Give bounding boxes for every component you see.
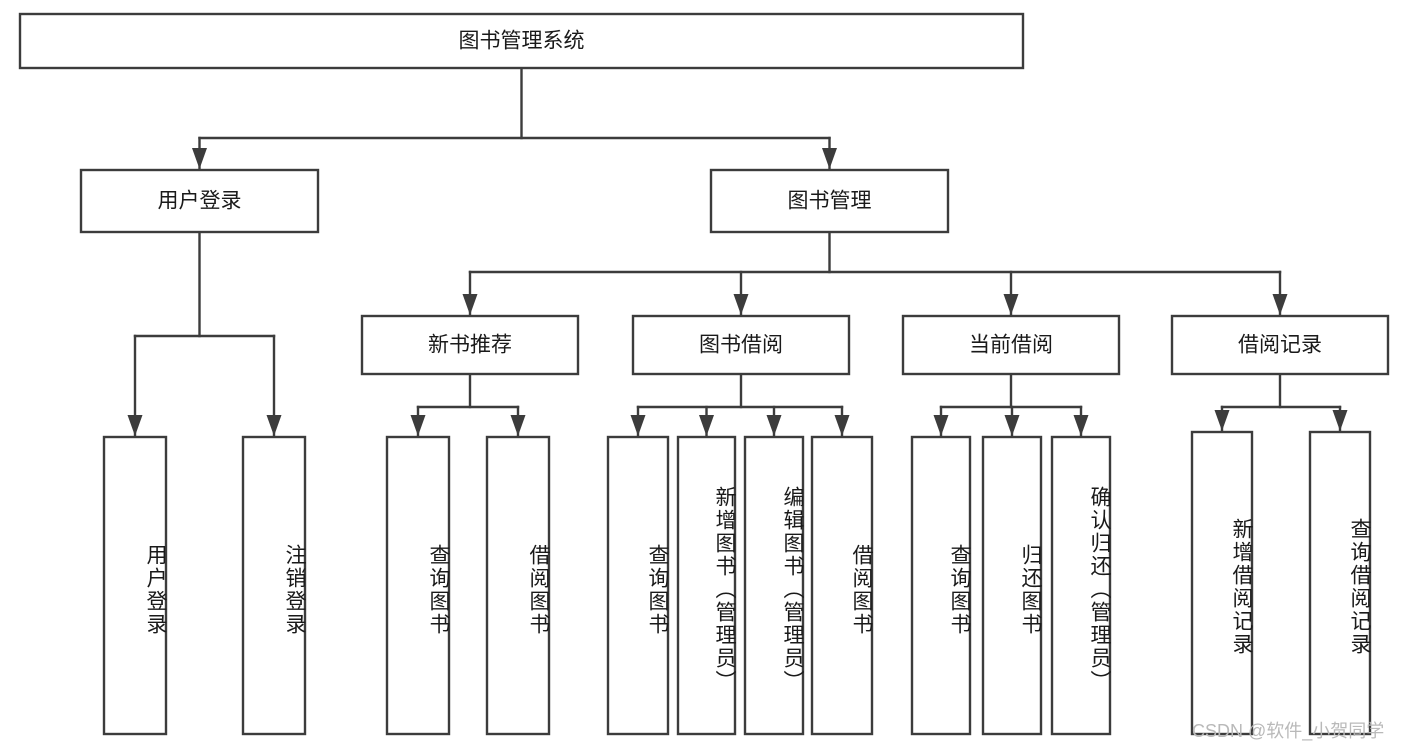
arrow-head-icon-leaf-3-1 [1004,415,1020,436]
node-box-leaf-3[interactable] [485,435,551,736]
arrow-head-icon-leaf-0-1 [266,415,282,436]
node-box-leaf-10[interactable] [1050,435,1112,736]
arrow-head-icon-leaf-0-0 [127,415,143,436]
node-box-leaf-2[interactable] [385,435,451,736]
arrow-head-icon-l2-1 [822,148,837,169]
arrow-head-icon-leaf-2-3 [834,415,850,436]
arrow-head-icon-leaf-1-0 [410,415,426,436]
arrow-head-icon-l3-2 [1003,294,1019,315]
arrow-head-icon-leaf-4-1 [1332,410,1348,431]
node-label-l2-0: 用户登录 [158,190,242,213]
node-box-leaf-9[interactable] [981,435,1043,736]
arrow-head-icon-leaf-1-1 [510,415,526,436]
connector-layer [127,66,1348,438]
node-label-l2-1: 图书管理 [788,190,872,213]
node-box-leaf-7[interactable] [810,435,874,736]
node-box-l3-2[interactable] [901,314,1121,376]
arrow-head-icon-leaf-2-2 [766,415,782,436]
node-label-l3-2: 当前借阅 [969,334,1053,357]
node-box-leaf-12[interactable] [1308,430,1372,736]
node-box-l3-0[interactable] [360,314,580,376]
csdn-watermark: CSDN @软件_小贺同学 [1192,721,1385,741]
node-label-l3-1: 图书借阅 [699,334,783,357]
arrow-head-icon-leaf-3-0 [933,415,949,436]
node-box-leaf-5[interactable] [676,435,737,736]
node-box-leaf-0[interactable] [102,435,168,736]
node-box-leaf-4[interactable] [606,435,670,736]
arrow-head-icon-leaf-2-1 [699,415,714,436]
arrow-head-icon-leaf-4-0 [1214,410,1230,431]
node-box-leaf-6[interactable] [743,435,805,736]
arrow-head-icon-l3-1 [733,294,749,315]
node-box-leaf-1[interactable] [241,435,307,736]
box-layer [18,12,1390,736]
node-label-l3-3: 借阅记录 [1238,334,1322,357]
node-label-l3-0: 新书推荐 [428,334,512,357]
arrow-head-icon-leaf-2-0 [630,415,646,436]
arrow-head-icon-l3-3 [1272,294,1288,315]
arrow-head-icon-l2-0 [192,148,207,169]
node-box-leaf-8[interactable] [910,435,972,736]
node-box-root[interactable] [18,12,1025,70]
node-box-l3-3[interactable] [1170,314,1390,376]
arrow-head-icon-l3-0 [462,294,478,315]
node-box-l3-1[interactable] [631,314,851,376]
node-box-l2-1[interactable] [709,168,950,234]
node-box-l2-0[interactable] [79,168,320,234]
arrow-head-icon-leaf-3-2 [1073,415,1089,436]
node-box-leaf-11[interactable] [1190,430,1254,736]
node-label-root: 图书管理系统 [459,30,585,53]
